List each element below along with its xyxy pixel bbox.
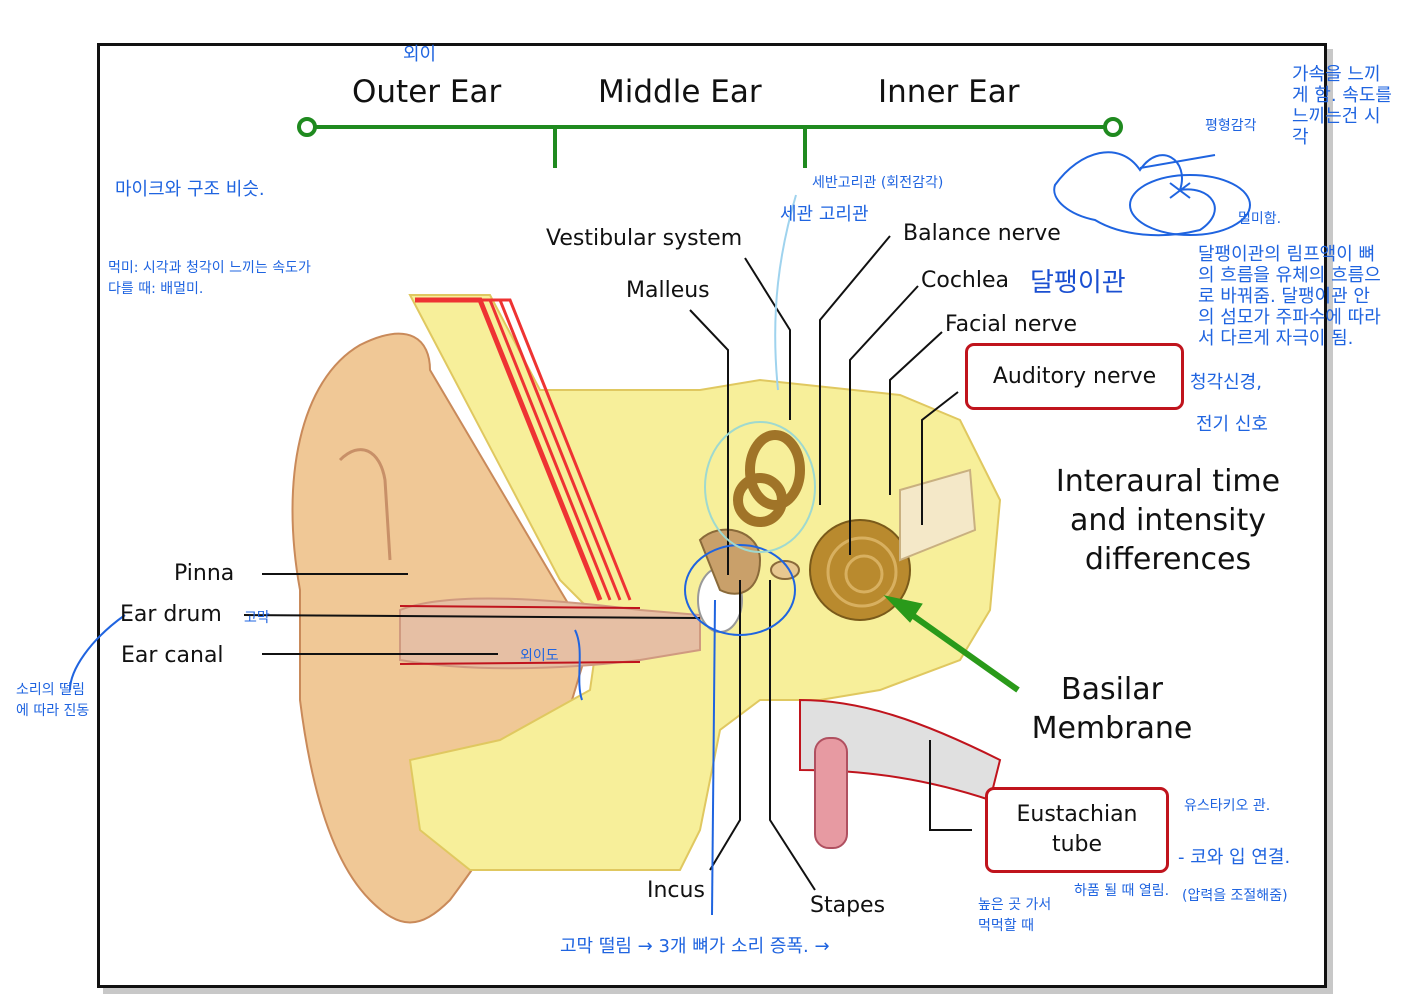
basilar-line-2: Membrane <box>1031 711 1193 746</box>
semicircular-canals <box>733 430 805 527</box>
basilar-arrow <box>883 595 1020 693</box>
eustachian-tube-shape <box>799 698 1002 849</box>
nerve-shapes <box>899 468 977 562</box>
note-auditory-ko: 청각신경, <box>1190 372 1262 393</box>
cochlea-shape <box>809 519 911 621</box>
basilar-line-1: Basilar <box>1061 672 1163 707</box>
note-acceleration: 가속을 느끼 게 함. 속도를 느끼는건 시 각 <box>1292 64 1392 148</box>
note-motion-sick: 멀미함. <box>1238 211 1282 227</box>
accel-line-1: 가속을 느끼 <box>1292 64 1381 85</box>
accel-line-2: 게 함. 속도를 <box>1292 85 1392 106</box>
cochlea-desc-4: 의 섬모가 주파수에 따라 <box>1198 307 1381 328</box>
eustachian-line-1: Eustachian <box>1016 802 1138 827</box>
label-ear-drum: Ear drum <box>120 602 222 627</box>
section-timeline <box>297 117 1123 168</box>
accel-line-4: 각 <box>1292 127 1309 148</box>
interaural-line-1: Interaural time <box>1055 464 1281 499</box>
high-place-line-2: 먹먹할 때 <box>978 918 1034 934</box>
label-basilar-membrane: Basilar Membrane <box>1022 670 1202 748</box>
note-outer-ear-ko: 외이 <box>403 44 437 65</box>
note-outer-canal-ko: 외이도 <box>520 648 559 664</box>
note-cochlea-description: 달팽이관의 림프액이 뼈 의 흐름을 유체의 흐름으 로 바꿔줌. 달팽이관 안… <box>1198 244 1381 349</box>
label-vestibular-system: Vestibular system <box>546 226 743 251</box>
note-bottom-amplify: 고막 떨림 → 3개 뼈가 소리 증폭. → <box>560 936 830 957</box>
note-nose-mouth: - 코와 입 연결. <box>1178 847 1291 868</box>
interaural-line-3: differences <box>1084 542 1252 577</box>
note-pressure: (압력을 조절해줌) <box>1182 888 1288 904</box>
label-auditory-nerve: Auditory nerve <box>965 343 1184 410</box>
cochlea-desc-1: 달팽이관의 림프액이 뼈 <box>1198 244 1376 265</box>
label-interaural-differences: Interaural time and intensity difference… <box>1038 462 1298 579</box>
note-vibration: 소리의 떨림 에 따라 진동 <box>16 680 89 722</box>
label-ear-canal: Ear canal <box>121 643 224 668</box>
note-cochlea-ko: 달팽이관 <box>1030 268 1126 298</box>
deaf-line-1: 먹미: 시각과 청각이 느끼는 속도가 <box>108 260 311 276</box>
label-cochlea: Cochlea <box>921 268 1009 293</box>
label-incus: Incus <box>647 878 705 903</box>
note-yawn: 하품 될 때 열림. <box>1074 883 1170 899</box>
section-inner-ear: Inner Ear <box>878 74 1020 110</box>
interaural-line-2: and intensity <box>1069 503 1267 538</box>
note-high-place: 높은 곳 가서 먹먹할 때 <box>978 895 1051 937</box>
high-place-line-1: 높은 곳 가서 <box>978 897 1052 913</box>
hand-scribbles <box>69 151 1251 916</box>
note-motion-sickness: 먹미: 시각과 청각이 느끼는 속도가 다를 때: 배멀미. <box>108 258 311 300</box>
label-malleus: Malleus <box>626 278 710 303</box>
label-eustachian-tube: Eustachian tube <box>985 787 1169 873</box>
deaf-line-2: 다를 때: 배멀미. <box>108 281 204 297</box>
eustachian-line-2: tube <box>1051 832 1103 857</box>
accel-line-3: 느끼는건 시 <box>1292 106 1381 127</box>
leader-lines <box>243 235 972 891</box>
note-semicircular-top: 세반고리관 (회전감각) <box>812 175 944 191</box>
section-middle-ear: Middle Ear <box>598 74 762 110</box>
vibration-line-1: 소리의 떨림 <box>16 682 85 698</box>
cochlea-desc-3: 로 바꿔줌. 달팽이관 안 <box>1198 286 1370 307</box>
vibration-line-2: 에 따라 진동 <box>16 703 90 719</box>
note-eardrum-ko: 고막 <box>244 610 270 626</box>
note-microphone: 마이크와 구조 비슷. <box>115 179 265 200</box>
note-balance-sense: 평형감각 <box>1205 118 1257 134</box>
note-semicircular: 세관 고리관 <box>780 204 869 225</box>
note-electric-signal: 전기 신호 <box>1196 414 1268 435</box>
label-pinna: Pinna <box>174 561 235 586</box>
section-outer-ear: Outer Ear <box>352 74 502 110</box>
note-eustachian-ko: 유스타키오 관. <box>1184 798 1271 814</box>
label-stapes: Stapes <box>810 893 886 918</box>
cochlea-desc-2: 의 흐름을 유체의 흐름으 <box>1198 265 1381 286</box>
cochlea-desc-5: 서 다르게 자극이 됨. <box>1198 328 1354 349</box>
label-balance-nerve: Balance nerve <box>903 221 1061 246</box>
label-facial-nerve: Facial nerve <box>945 312 1077 337</box>
